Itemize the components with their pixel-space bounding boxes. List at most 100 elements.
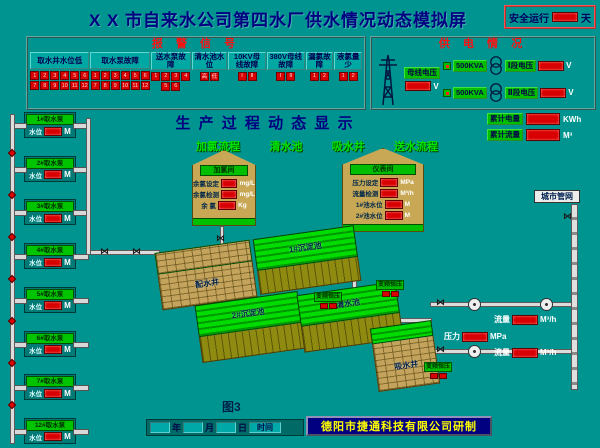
house-base xyxy=(193,218,255,225)
house-row-unit: Kg xyxy=(238,201,247,209)
section-voltage-value xyxy=(540,87,567,98)
total-unit: M³ xyxy=(563,130,573,140)
pressure-unit: MPa xyxy=(490,332,507,341)
alarm-indicator: 2 xyxy=(161,71,171,81)
transformer-icon xyxy=(489,83,502,102)
pump-name-label: 12#取水泵 xyxy=(26,419,74,431)
date-time-bar: 年 月 日 时间 xyxy=(146,419,304,436)
water-level-label: 水位 xyxy=(29,216,43,224)
flow-unit: M³/h xyxy=(540,315,557,324)
alarm-indicator: 9 xyxy=(50,81,60,90)
house-rows: 压力设定 MPa 流量检测 M³/h 1#池水位 M 2#池水位 xyxy=(343,177,423,224)
page-title: X X 市自来水公司第四水厂供水情况动态模拟屏 xyxy=(88,11,468,30)
water-level-label: 水位 xyxy=(29,303,43,311)
alarm-indicator: 2 xyxy=(348,71,358,81)
flow-label: 流量 xyxy=(494,348,510,357)
water-level-value xyxy=(44,345,63,355)
month-value-box xyxy=(183,422,204,433)
section-voltage-unit: V xyxy=(568,88,574,97)
total-row: 累计流量 M³ xyxy=(487,129,581,141)
chlorination-room: 加氯间 余氯设定 mg/L 余氯检测 mg/L 余 氯 Kg xyxy=(192,150,256,226)
water-level-label: 水位 xyxy=(29,434,43,442)
alarm-group-label: 漏氯故障 xyxy=(305,52,334,70)
intake-pump-column: 1#取水泵 水位 M 2#取水泵 水位 M 3#取水泵 水 xyxy=(12,112,89,444)
pump-name-label: 3#取水泵 xyxy=(26,201,74,213)
water-level-unit: M xyxy=(64,213,71,223)
pump-water-level-row: 水位 M xyxy=(26,213,74,223)
house-row-value xyxy=(380,177,399,187)
alarm-indicator: 低 xyxy=(209,71,219,81)
alarm-group-label: 取水泵故障 xyxy=(90,52,150,69)
transformer-icon xyxy=(489,56,502,75)
alarm-indicator: 3 xyxy=(171,71,181,81)
status-indicator xyxy=(390,291,399,297)
alarm-indicator: 11 xyxy=(130,81,140,90)
alarm-indicator: Ⅱ xyxy=(286,71,296,81)
pump-name-label: 6#取水泵 xyxy=(26,332,74,344)
status-indicator xyxy=(438,373,447,379)
pump-water-level-row: 水位 M xyxy=(26,345,74,355)
pump-name-label: 5#取水泵 xyxy=(26,288,74,300)
alarm-indicator: 高 xyxy=(199,71,209,81)
safety-days-panel: 安全运行 天 xyxy=(504,5,596,29)
house-base xyxy=(343,224,423,231)
power-panel-title: 供 电 情 况 xyxy=(438,38,528,50)
total-value xyxy=(526,129,560,141)
bus-voltage-unit: V xyxy=(433,81,439,91)
house-data-row: 流量检测 M³/h xyxy=(343,188,423,198)
vfd-status-box: 变频恒压 xyxy=(376,280,405,297)
pump-water-level-row: 水位 M xyxy=(26,301,74,311)
alarm-group-label: 10KV母线故障 xyxy=(228,52,266,70)
alarm-group-label: 液氯量少 xyxy=(334,52,363,70)
vfd-status-label: 变频恒压 xyxy=(314,292,343,302)
city-network-riser-pipe xyxy=(571,204,578,390)
flow-label: 流量 xyxy=(494,315,510,324)
section-voltage-value xyxy=(538,60,565,71)
total-label: 累计电量 xyxy=(487,113,523,125)
house-row-unit: M³/h xyxy=(400,189,414,197)
alarm-group-label: 清水池水位 xyxy=(191,52,228,70)
alarm-indicator: 10 xyxy=(60,81,70,90)
year-label: 年 xyxy=(172,423,182,433)
day-label: 日 xyxy=(238,423,248,433)
water-level-value xyxy=(44,170,63,180)
alarm-indicator: 4 xyxy=(60,71,70,80)
pressure-readout: 压力 MPa xyxy=(444,331,506,342)
status-indicator xyxy=(319,303,328,309)
pump-name-label: 1#取水泵 xyxy=(26,114,74,125)
alarm-indicator: 8 xyxy=(100,81,110,90)
transformer-rating-label: 500KVA xyxy=(453,86,487,99)
house-row-value xyxy=(221,178,238,188)
alarm-indicator: 7 xyxy=(90,81,100,90)
alarm-indicator: 12 xyxy=(80,81,90,90)
figure-caption: 图3 xyxy=(222,400,241,414)
vfd-status-cells xyxy=(429,373,447,379)
house-row-label: 余氯设定 xyxy=(193,181,219,188)
vfd-status-box: 变频恒压 xyxy=(424,362,453,379)
house-row-value xyxy=(380,188,399,198)
intake-pump-unit: 1#取水泵 水位 M xyxy=(12,112,89,138)
alarm-group: 清水池水位 高低 xyxy=(191,52,228,81)
status-indicator xyxy=(381,291,390,297)
alarm-indicator: 1 xyxy=(338,71,348,81)
house-data-row: 余氯设定 mg/L xyxy=(193,178,255,188)
house-data-row: 压力设定 MPa xyxy=(343,177,423,187)
water-level-unit: M xyxy=(64,170,71,180)
pressure-label: 压力 xyxy=(444,332,460,341)
alarm-indicator: Ⅰ xyxy=(237,71,247,81)
flow-value xyxy=(512,347,538,358)
total-unit: KWh xyxy=(563,114,582,124)
section-voltage-unit: V xyxy=(566,61,572,70)
city-network-label: 城市管网 xyxy=(534,190,580,203)
company-credit-bar: 德阳市捷通科技有限公司研制 xyxy=(306,416,492,436)
flow-meter-icon xyxy=(540,298,553,311)
status-indicator xyxy=(328,303,337,309)
